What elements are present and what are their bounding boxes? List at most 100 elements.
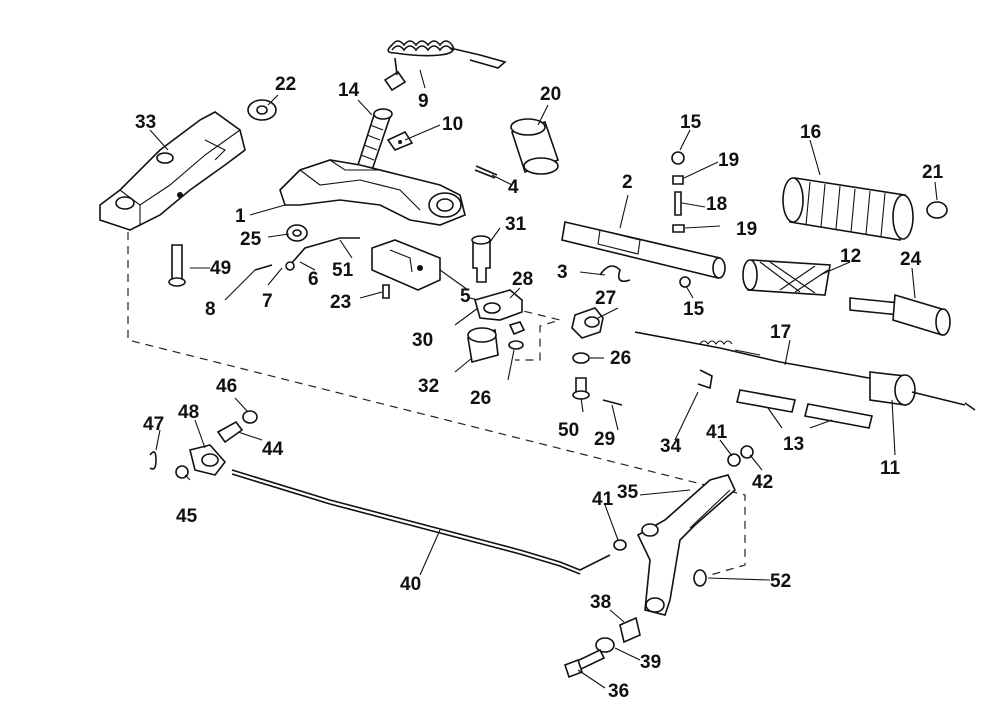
callout-15b: 15 (683, 299, 705, 320)
callout-28: 28 (512, 269, 533, 290)
part-50-stud (572, 377, 590, 400)
part-29-pin (602, 399, 623, 406)
callout-51: 51 (332, 260, 354, 281)
part-39-washer (595, 637, 615, 653)
part-15-ball-b (679, 276, 691, 288)
callout-34: 34 (660, 436, 682, 457)
part-28-lever (474, 289, 523, 321)
part-34-clip (697, 369, 713, 390)
callout-20: 20 (540, 84, 561, 105)
part-5-plate (371, 239, 441, 291)
part-47-clip (149, 451, 157, 470)
callout-19a: 19 (718, 150, 739, 171)
part-25-grommet (286, 224, 308, 242)
part-52-washer (693, 569, 707, 587)
part-18-pin (674, 191, 682, 216)
callout-18: 18 (706, 194, 727, 215)
part-10-clip (386, 130, 414, 151)
part-9-spring (383, 40, 507, 92)
part-38-bushing (619, 616, 641, 644)
callout-11: 11 (880, 458, 901, 479)
callout-24: 24 (900, 249, 922, 270)
assembly-guide-line (127, 232, 746, 579)
callout-23: 23 (330, 292, 351, 313)
part-24-knob (849, 293, 951, 337)
part-22-washer (247, 99, 277, 121)
callout-12: 12 (840, 246, 861, 267)
callout-31: 31 (505, 214, 527, 235)
part-11-cylinder (869, 371, 976, 411)
callout-38: 38 (590, 592, 611, 613)
callout-3: 3 (557, 262, 568, 283)
part-33-bracket (99, 111, 246, 231)
part-3-spring (599, 265, 631, 283)
part-13-sleeves (736, 389, 873, 429)
callout-29: 29 (594, 429, 615, 450)
callout-47: 47 (143, 414, 164, 435)
part-35-lever (636, 474, 736, 616)
callout-41b: 41 (592, 489, 614, 510)
callout-49: 49 (210, 258, 231, 279)
part-49-bolt (168, 244, 186, 287)
part-7-terminal (285, 261, 295, 271)
part-32-spacer (467, 327, 499, 364)
callouts: 33 22 14 9 10 20 4 1 25 49 8 7 6 51 23 5… (135, 74, 944, 702)
callout-25: 25 (240, 229, 262, 250)
leader-lines (149, 69, 938, 689)
callout-6: 6 (308, 269, 319, 290)
part-1-housing (279, 159, 466, 226)
part-4-pin (474, 165, 498, 179)
callout-1: 1 (235, 206, 246, 227)
part-31-bushing (471, 235, 491, 283)
callout-10: 10 (442, 114, 463, 135)
part-14-screw (357, 108, 393, 172)
part-23-screw (382, 284, 390, 299)
part-44-ball-stud (216, 410, 258, 444)
callout-45: 45 (176, 506, 198, 527)
callout-21: 21 (922, 162, 944, 183)
part-27-fitting (571, 307, 604, 339)
callout-2: 2 (622, 172, 633, 193)
part-17-cable (634, 331, 881, 381)
callout-7: 7 (262, 291, 273, 312)
part-20-sleeve (510, 118, 560, 175)
callout-40: 40 (400, 574, 421, 595)
callout-17: 17 (770, 322, 791, 343)
part-19-ring-a (672, 175, 684, 185)
callout-41a: 41 (706, 422, 728, 443)
callout-8: 8 (205, 299, 216, 320)
part-36-bolt (563, 648, 606, 679)
callout-5: 5 (460, 286, 471, 307)
callout-44: 44 (262, 439, 284, 460)
callout-36: 36 (608, 681, 629, 702)
part-48-rod-end (189, 444, 227, 476)
part-41-nut-b (613, 539, 627, 551)
callout-27: 27 (595, 288, 616, 309)
callout-48: 48 (178, 402, 199, 423)
part-26-washer-a (508, 340, 524, 350)
part-2-tube (561, 221, 726, 279)
callout-32: 32 (418, 376, 439, 397)
part-15-ball-a (671, 151, 685, 165)
part-19-ring-b (672, 224, 685, 233)
callout-26b: 26 (610, 348, 631, 369)
part-40-rod (231, 469, 611, 571)
part-26-washer-b (572, 352, 590, 364)
callout-14: 14 (338, 80, 360, 101)
callout-52: 52 (770, 571, 791, 592)
callout-33: 33 (135, 112, 156, 133)
callout-30: 30 (412, 330, 433, 351)
callout-15a: 15 (680, 112, 702, 133)
part-6-wire (289, 237, 360, 266)
part-12-sleeve (742, 259, 831, 296)
assembly-guide-line-2 (469, 297, 563, 361)
part-8-pin (254, 264, 273, 271)
callout-35: 35 (617, 482, 639, 503)
callout-16: 16 (800, 122, 821, 143)
part-16-grip (782, 177, 914, 241)
callout-46: 46 (216, 376, 237, 397)
callout-22: 22 (275, 74, 296, 95)
callout-13: 13 (783, 434, 804, 455)
